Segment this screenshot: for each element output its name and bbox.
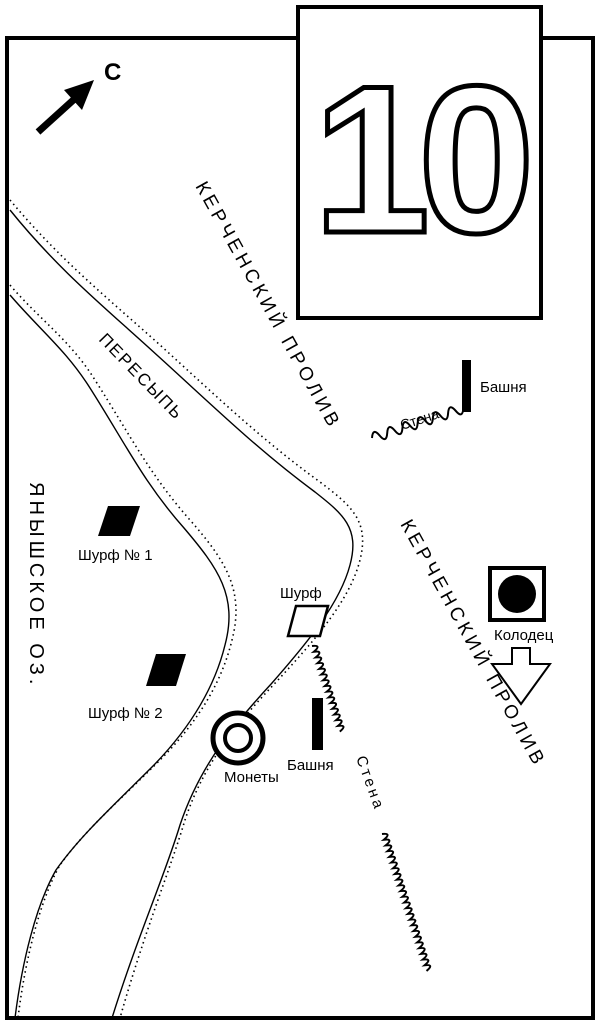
wall-top-label: Стена: [398, 405, 441, 433]
lake-label: ЯНЫШСКОЕ ОЗ.: [25, 482, 47, 688]
pit-icon: [286, 604, 330, 638]
coins-label: Монеты: [224, 769, 279, 786]
sheet-number: 10: [313, 42, 527, 277]
down-arrow-icon: [490, 647, 552, 706]
pit-1-label: Шурф № 1: [78, 547, 153, 564]
tower-bottom-label: Башня: [287, 757, 334, 774]
sheet-number-box: 10: [296, 5, 543, 320]
shoreline-lake-bank: [9, 294, 230, 1019]
shoreline-north: [9, 199, 364, 1019]
pit-2-label: Шурф № 2: [88, 705, 163, 722]
shoreline-north-bank: [9, 209, 354, 1019]
pit-label: Шурф: [280, 585, 322, 602]
shoreline-lake: [9, 284, 237, 1019]
tower-bottom-icon: [312, 698, 323, 750]
north-arrow-icon: С: [35, 59, 121, 135]
well-label: Колодец: [494, 627, 554, 644]
pit-1-icon: [98, 506, 140, 536]
pit-2-icon: [146, 654, 186, 686]
tower-top-label: Башня: [480, 379, 527, 396]
coins-icon: [210, 710, 266, 766]
north-letter: С: [104, 59, 121, 86]
wall-bottom-label: Стена: [352, 754, 388, 814]
wall-bottom-icon: [310, 644, 345, 733]
well-icon: [488, 566, 546, 622]
tower-top-icon: [462, 360, 471, 412]
wall-top-icon: [371, 406, 465, 441]
wall-bottom-far-icon: [380, 832, 432, 972]
isthmus-label: ПЕРЕСЫПЬ: [95, 330, 187, 424]
